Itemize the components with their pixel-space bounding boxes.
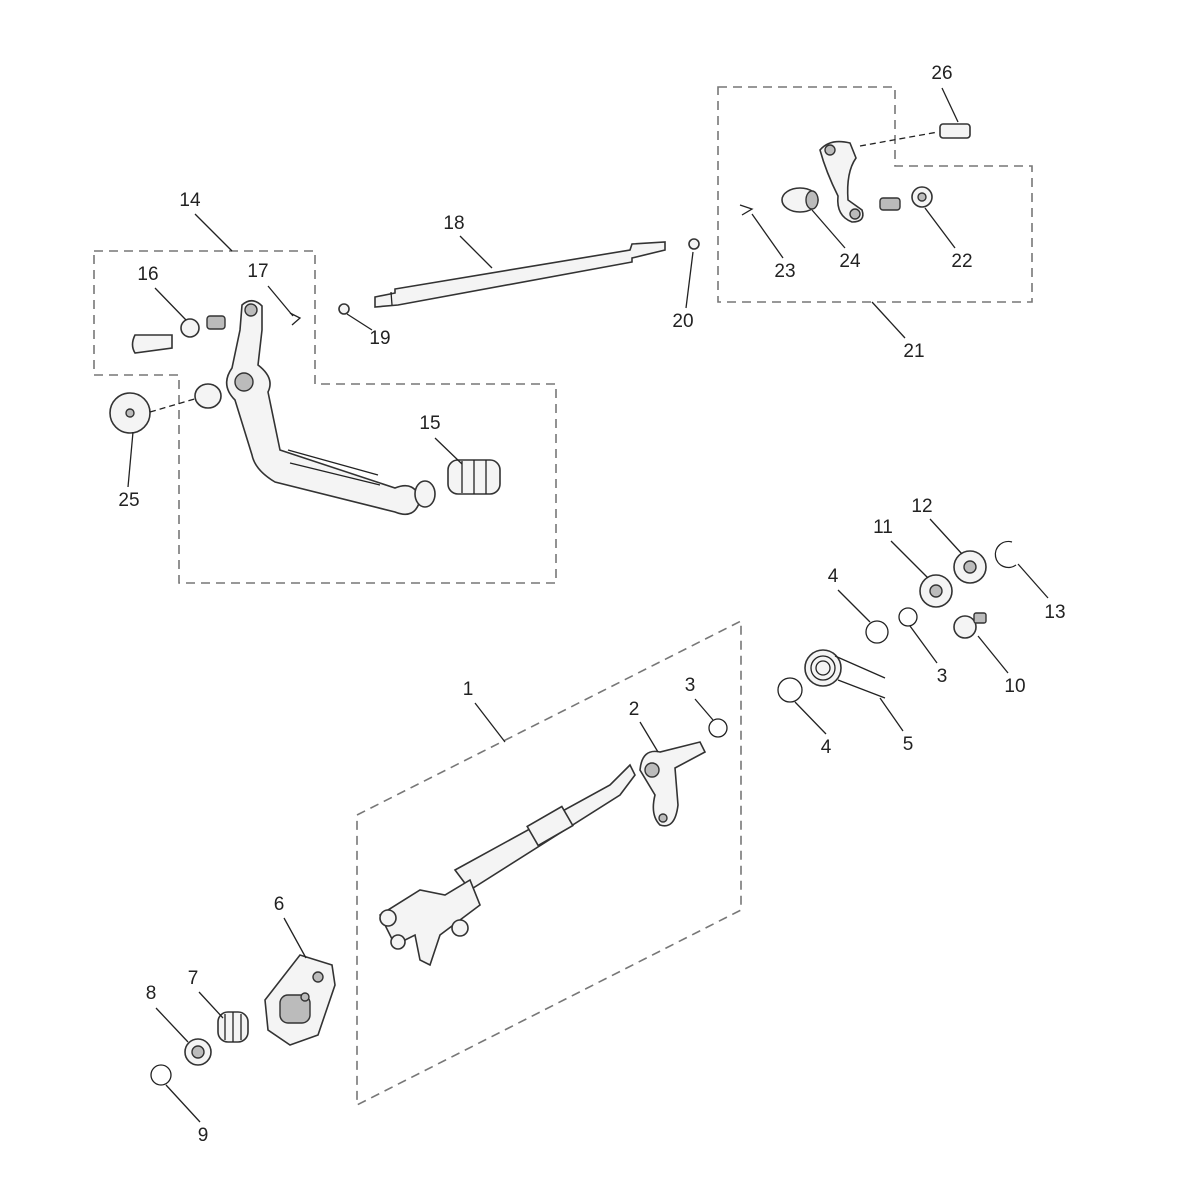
callout-4-lower: 4 (820, 737, 832, 758)
callout-5: 5 (902, 734, 914, 755)
callout-6: 6 (273, 894, 285, 915)
clip-23 (739, 204, 754, 216)
bolt-lever (206, 315, 226, 330)
linkage-arm (819, 140, 864, 223)
callout-12: 12 (911, 496, 933, 517)
callout-3-lower: 3 (684, 675, 696, 696)
gear-lever (225, 299, 436, 516)
pivot-pin (131, 334, 173, 354)
oring-9 (150, 1064, 172, 1086)
washer-4-lower (777, 677, 803, 703)
group-box-21 (717, 86, 1033, 303)
stopper-bolt-10 (953, 612, 987, 639)
callout-24: 24 (839, 251, 861, 272)
callout-16: 16 (137, 264, 159, 285)
washer-16 (180, 318, 200, 338)
callout-17: 17 (247, 261, 269, 282)
spring-7 (217, 1011, 249, 1043)
callout-26: 26 (931, 63, 953, 84)
callout-10: 10 (1004, 676, 1026, 697)
rod-groove (390, 291, 393, 306)
footpeg-rubber-15 (447, 459, 501, 495)
callout-20: 20 (672, 311, 694, 332)
oring-3-upper (898, 607, 918, 627)
clip-17 (289, 312, 302, 326)
group-box-14 (93, 250, 557, 584)
washer-4-upper (865, 620, 889, 644)
callout-8: 8 (145, 983, 157, 1004)
callout-23: 23 (774, 261, 796, 282)
callout-11: 11 (873, 517, 893, 538)
callout-9: 9 (197, 1125, 209, 1146)
bolt-26 (939, 123, 971, 139)
nut-19 (338, 303, 350, 315)
callout-15: 15 (419, 413, 441, 434)
callout-4-upper: 4 (827, 566, 839, 587)
leader-lines (127, 87, 1049, 1123)
bolt-small (879, 197, 901, 211)
callout-19: 19 (369, 328, 391, 349)
nut-20 (688, 238, 700, 250)
group-box-1 (356, 619, 742, 1107)
circlip-13 (994, 540, 1017, 569)
callout-14: 14 (179, 190, 201, 211)
callout-13: 13 (1044, 602, 1066, 623)
selector-shaft (378, 763, 636, 967)
callout-2: 2 (628, 699, 640, 720)
bushing-lever (194, 383, 222, 409)
callout-21: 21 (903, 341, 925, 362)
callout-25: 25 (118, 490, 140, 511)
return-spring-5 (804, 649, 886, 699)
oring-3-lower (708, 718, 728, 738)
callout-22: 22 (951, 251, 973, 272)
callout-7: 7 (187, 968, 199, 989)
callout-3-upper: 3 (936, 666, 948, 687)
shift-rod (374, 241, 666, 308)
callout-1: 1 (462, 679, 474, 700)
plate-6 (264, 954, 336, 1046)
selector-arm-2 (639, 741, 707, 827)
callout-18: 18 (443, 213, 465, 234)
